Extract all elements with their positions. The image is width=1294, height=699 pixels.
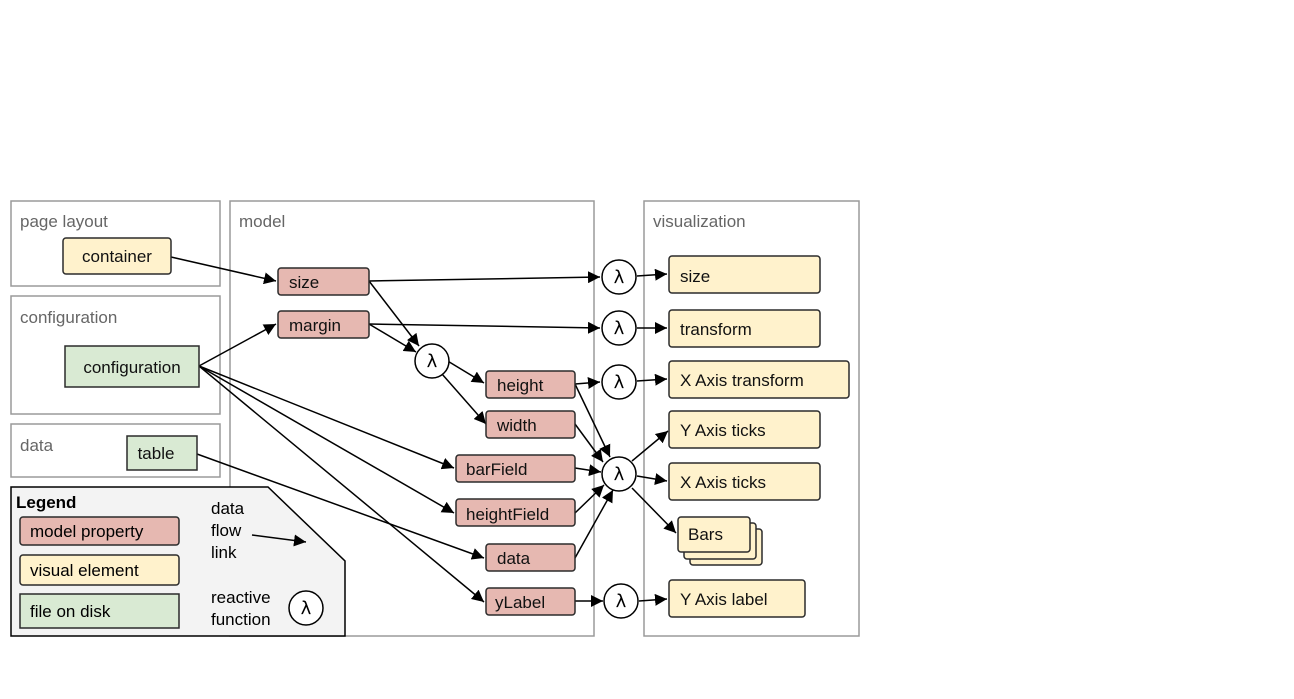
node-ylabel: yLabel (485, 587, 576, 616)
panel-title-configuration: configuration (20, 308, 117, 327)
edge-margin-l2 (368, 321, 601, 334)
edge-config-margin (198, 323, 277, 367)
legend-arrow-icon (251, 534, 307, 547)
lambda-symbol: λ (614, 318, 625, 339)
edge-l3-height (445, 359, 485, 384)
legend: Legend model property visual element fil… (10, 486, 346, 637)
legend-file-on-disk: file on disk (30, 602, 111, 621)
node-data-label: data (497, 549, 531, 568)
vis-size: size (668, 255, 821, 294)
vis-x-axis-transform-label: X Axis transform (680, 371, 804, 390)
vis-size-label: size (680, 267, 710, 286)
edge-l5-vis-bars (631, 487, 677, 534)
vis-x-axis-transform: X Axis transform (668, 360, 850, 399)
lambda-icon: λ (414, 343, 450, 379)
edges (170, 256, 677, 607)
legend-data-flow-line1: data (211, 499, 245, 518)
vis-bars: Bars (677, 516, 763, 566)
edge-l5-vis-y-axis-ticks (631, 430, 669, 462)
vis-y-axis-label: Y Axis label (668, 579, 806, 618)
node-width: width (485, 410, 576, 439)
node-configuration-label: configuration (83, 358, 180, 377)
edge-size-l3 (368, 280, 420, 347)
lambda-symbol: λ (616, 591, 627, 612)
legend-lambda-icon (288, 590, 324, 626)
node-configuration: configuration (64, 345, 200, 388)
edge-data-l5 (574, 489, 614, 559)
node-heightfield-label: heightField (466, 505, 549, 524)
edge-container-size (170, 256, 277, 285)
node-heightfield: heightField (455, 498, 576, 527)
legend-data-flow-line3: link (211, 543, 237, 562)
edge-l5-vis-x-axis-ticks (636, 473, 668, 485)
node-container-label: container (82, 247, 152, 266)
lambda-symbol: λ (614, 267, 625, 288)
node-ylabel-label: yLabel (495, 593, 545, 612)
edge-config-heightfield (198, 365, 455, 514)
lambda-icon: λ (601, 456, 637, 492)
node-width-label: width (496, 416, 537, 435)
vis-transform: transform (668, 309, 821, 348)
edge-config-ylabel (198, 365, 485, 603)
legend-model-swatch (19, 516, 180, 546)
legend-data-flow-line2: flow (211, 521, 242, 540)
node-table: table (126, 435, 198, 471)
edge-heightfield-l5 (574, 484, 605, 514)
node-container: container (62, 237, 172, 275)
edge-l1-vis-size (636, 268, 668, 281)
node-height-label: height (497, 376, 544, 395)
edge-size-l1 (368, 271, 601, 284)
lambda-icon: λ (603, 583, 639, 619)
vis-transform-label: transform (680, 320, 752, 339)
lambda-symbol: λ (614, 464, 625, 485)
legend-model-property: model property (30, 522, 144, 541)
node-size-label: size (289, 273, 319, 292)
node-margin-label: margin (289, 316, 341, 335)
edge-config-barfield (198, 365, 455, 470)
lambda-icon: λ (601, 310, 637, 346)
panel-title-model: model (239, 212, 285, 231)
edge-l4-vis-x-axis-transform (636, 373, 668, 386)
node-barfield-label: barField (466, 460, 527, 479)
node-size: size (277, 267, 370, 296)
bars-stack-front (677, 516, 751, 553)
legend-visual-element: visual element (30, 561, 139, 580)
legend-lambda-symbol: λ (301, 598, 312, 619)
edge-height-l5 (574, 383, 611, 458)
lambda-icon: λ (601, 259, 637, 295)
edge-barfield-l5 (574, 464, 602, 477)
node-height: height (485, 370, 576, 399)
node-margin: margin (277, 310, 370, 339)
vis-x-axis-ticks-label: X Axis ticks (680, 473, 766, 492)
edge-table-data (196, 453, 485, 560)
panel-title-data: data (20, 436, 54, 455)
legend-title: Legend (16, 493, 76, 512)
lambda-symbol: λ (427, 351, 438, 372)
node-barfield: barField (455, 454, 576, 483)
edge-l6-vis-y-axis-label (638, 593, 668, 606)
legend-reactive-line1: reactive (211, 588, 271, 607)
panel-title-page-layout: page layout (20, 212, 108, 231)
legend-reactive-line2: function (211, 610, 271, 629)
lambda-symbol: λ (614, 372, 625, 393)
vis-x-axis-ticks: X Axis ticks (668, 462, 821, 501)
vis-y-axis-ticks-label: Y Axis ticks (680, 421, 766, 440)
panel-title-visualization: visualization (653, 212, 746, 231)
node-data: data (485, 543, 576, 572)
lambda-icon: λ (601, 364, 637, 400)
edge-height-l4 (574, 376, 601, 389)
legend-file-swatch (19, 593, 180, 629)
edge-l3-width (441, 373, 487, 425)
vis-bars-label: Bars (688, 525, 723, 544)
vis-y-axis-ticks: Y Axis ticks (668, 410, 821, 449)
node-table-label: table (138, 444, 175, 463)
vis-y-axis-label-label: Y Axis label (680, 590, 768, 609)
edge-width-l5 (574, 423, 604, 463)
legend-visual-swatch (19, 554, 180, 586)
edge-margin-l3 (368, 323, 417, 353)
